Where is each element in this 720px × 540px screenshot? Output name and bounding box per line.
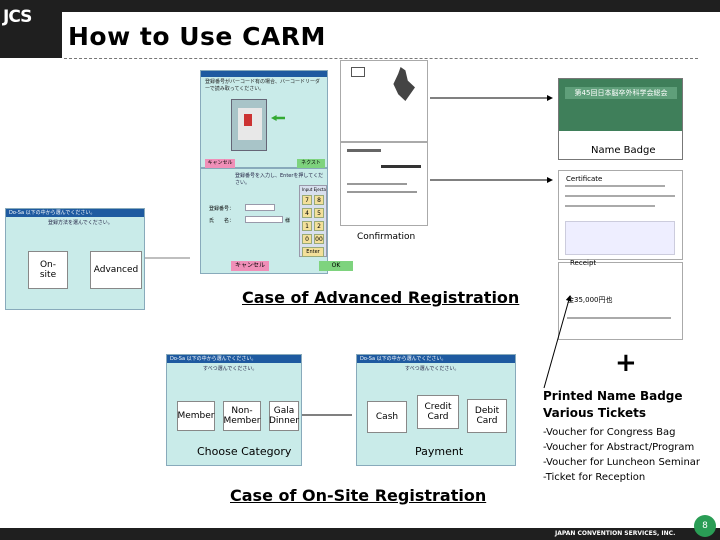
title-divider (64, 58, 698, 59)
tickets-heading: Various Tickets (543, 406, 646, 421)
barcode-instruction: 登録番号がバーコード有の場合、バーコードリーダーで読み取ってください。 (205, 79, 321, 92)
confirmation-label: Confirmation (357, 232, 416, 242)
ok-button[interactable]: OK (319, 261, 353, 271)
output-headings: Printed Name Badge Various Tickets (543, 388, 683, 423)
key-00[interactable]: 00 (314, 234, 324, 244)
onsite-button[interactable]: On- site (28, 251, 68, 289)
category-caption: Choose Category (197, 445, 292, 458)
jcs-logo: JCS (0, 0, 62, 58)
member-button[interactable]: Member (177, 401, 215, 431)
receipt-amount: 金35,000円也 (567, 296, 613, 304)
name-badge-label: Name Badge (591, 145, 656, 156)
plus-sign: + (615, 348, 637, 378)
confirmation-postcard (340, 60, 428, 142)
ticket-item: -Voucher for Abstract/Program (543, 442, 695, 453)
ticket-item: -Voucher for Luncheon Seminar (543, 457, 701, 468)
page-title: How to Use CARM (68, 22, 326, 51)
badge-banner: 第45回日本脳卒外科学会総会 (559, 79, 682, 131)
key-1[interactable]: 1 (302, 221, 312, 231)
non-member-button[interactable]: Non- Member (223, 401, 261, 431)
cancel-button[interactable]: キャンセル (231, 261, 269, 271)
category-screen-header: Do-Sa 以下の中から選んでください。 (167, 355, 301, 363)
footer-bar (0, 528, 720, 540)
debit-card-button[interactable]: Debit Card (467, 399, 507, 433)
sama-label: 様 (285, 218, 291, 224)
payment-screen: Do-Sa 以下の中から選んでください。 すべつ選んでください。 Cash Cr… (356, 354, 516, 466)
category-prompt: すべつ選んでください。 (203, 366, 258, 372)
advanced-button[interactable]: Advanced (90, 251, 142, 289)
enter-key[interactable]: Enter (302, 247, 324, 257)
start-screen: Do-Sa 以下の中から選んでください。 登録方法を選んでください。 On- s… (5, 208, 145, 310)
gala-dinner-button[interactable]: Gala Dinner (269, 401, 299, 431)
start-screen-prompt: 登録方法を選んでください。 (48, 220, 113, 226)
key-0[interactable]: 0 (302, 234, 312, 244)
name-field (245, 216, 283, 223)
reg-no-input[interactable] (245, 204, 275, 211)
barcode-screen: 登録番号がバーコード有の場合、バーコードリーダーで読み取ってください。 キャンセ… (200, 70, 328, 168)
payment-prompt: すべつ選んでください。 (405, 366, 460, 372)
receipt-doc: 金35,000円也 (558, 262, 683, 340)
page-number-badge: 8 (694, 515, 716, 537)
start-screen-header: Do-Sa 以下の中から選んでください。 (6, 209, 144, 217)
next-button[interactable]: ネクスト (297, 159, 325, 168)
keypad-header: Input Ejecta (302, 187, 326, 192)
printed-badge-heading: Printed Name Badge (543, 389, 683, 403)
arrow-left-icon (271, 115, 285, 121)
reg-no-label: 登録番号： (209, 206, 235, 212)
key-2[interactable]: 2 (314, 221, 324, 231)
confirmation-letter (340, 142, 428, 226)
receipt-label: Receipt (570, 259, 597, 267)
key-4[interactable]: 4 (302, 208, 312, 218)
payment-caption: Payment (415, 445, 464, 458)
name-badge-doc: 第45回日本脳卒外科学会総会 (558, 78, 683, 160)
name-label: 氏 名： (209, 218, 235, 224)
arrow-to-receipt (543, 295, 572, 389)
advanced-caption: Case of Advanced Registration (242, 288, 520, 307)
key-5[interactable]: 5 (314, 208, 324, 218)
ticket-item: -Voucher for Congress Bag (543, 427, 676, 438)
company-name: JAPAN CONVENTION SERVICES, INC. (555, 530, 676, 537)
input-screen: 登録番号を入力し、Enterを押してください。 登録番号： 氏 名： 様 Inp… (200, 168, 353, 274)
cancel-top-button[interactable]: キャンセル (205, 159, 235, 168)
input-prompt: 登録番号を入力し、Enterを押してください。 (235, 173, 324, 186)
certificate-label: Certificate (566, 175, 603, 183)
credit-card-button[interactable]: Credit Card (417, 395, 459, 429)
payment-screen-header: Do-Sa 以下の中から選んでください。 (357, 355, 515, 363)
top-bar (62, 0, 720, 12)
category-screen: Do-Sa 以下の中から選んでください。 すべつ選んでください。 Member … (166, 354, 302, 466)
keypad: Input Ejecta 7 8 4 5 1 2 0 00 Enter (299, 185, 327, 257)
ticket-item: -Ticket for Reception (543, 472, 646, 483)
badge-title: 第45回日本脳卒外科学会総会 (565, 87, 677, 99)
scanner-photo (231, 99, 267, 151)
certificate-doc (558, 170, 683, 260)
cash-button[interactable]: Cash (367, 401, 407, 433)
onsite-caption: Case of On-Site Registration (230, 486, 487, 505)
ticket-list: -Voucher for Congress Bag -Voucher for A… (543, 425, 700, 485)
key-8[interactable]: 8 (314, 195, 324, 205)
key-7[interactable]: 7 (302, 195, 312, 205)
